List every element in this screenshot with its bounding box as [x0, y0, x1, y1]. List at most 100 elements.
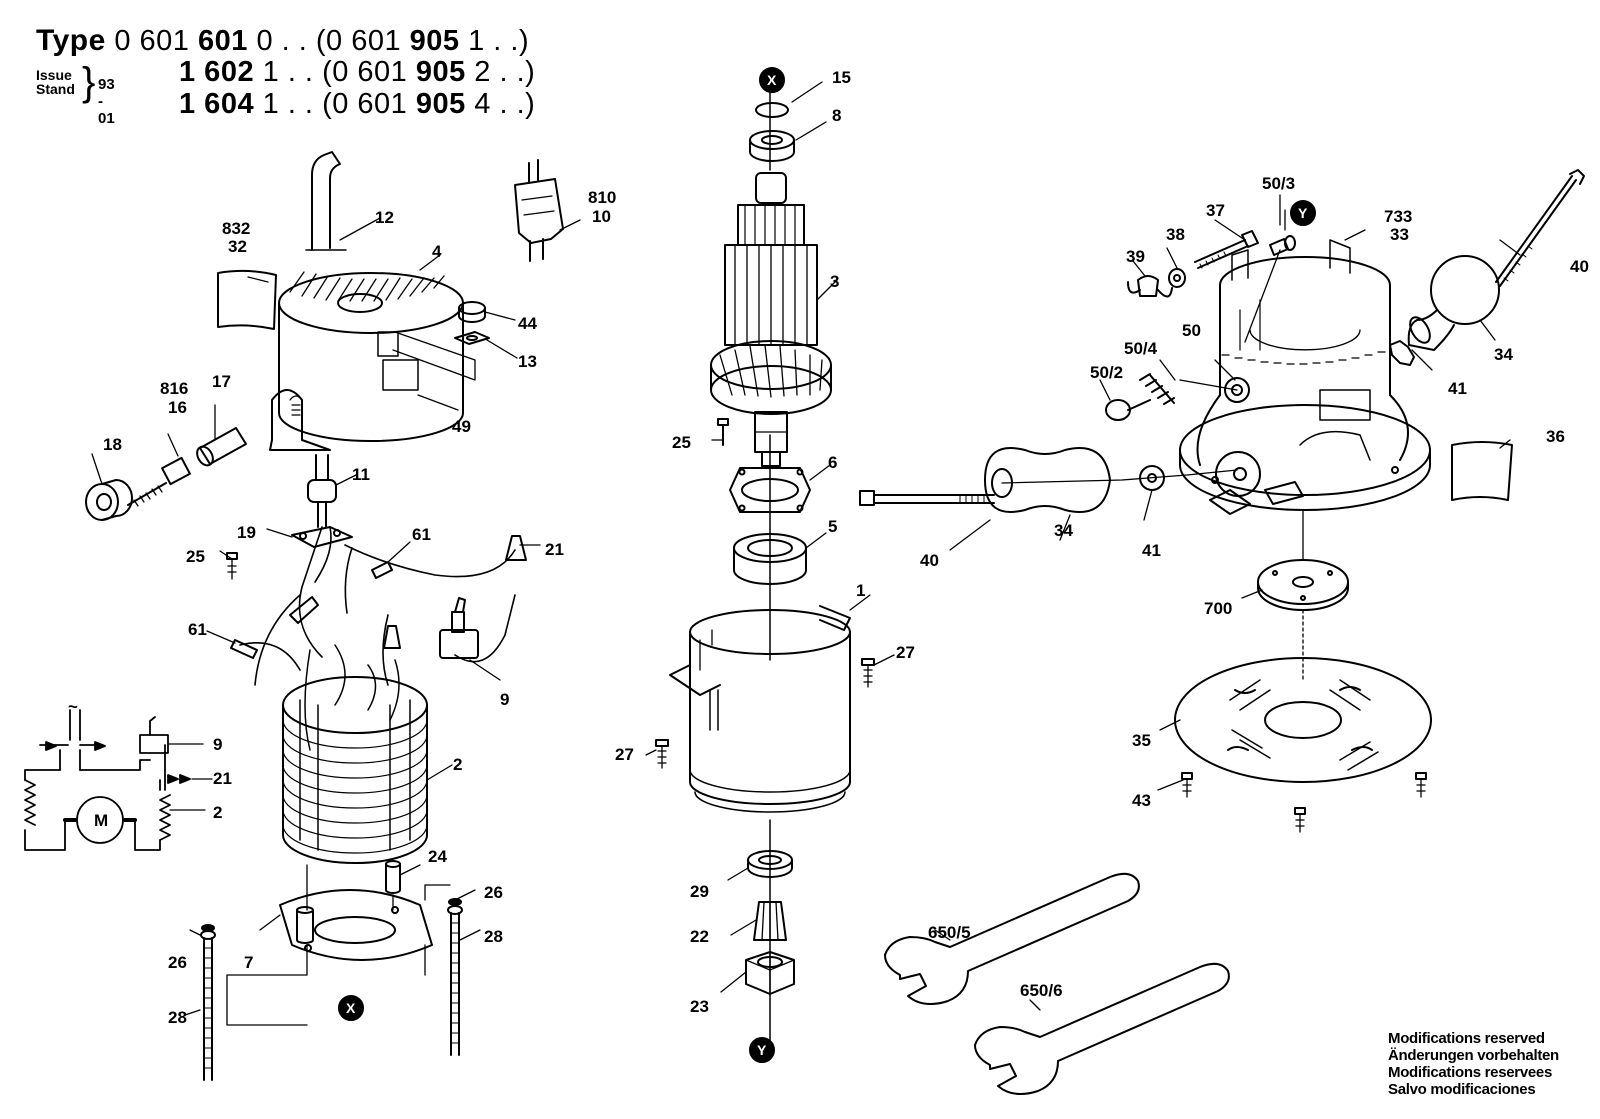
- label-41-left: 41: [1142, 541, 1161, 560]
- label-plate-36: [1451, 441, 1513, 501]
- modifications-fr: Modifications reservees: [1388, 1064, 1553, 1081]
- label-9-switch: 9: [500, 690, 509, 709]
- motor-housing-1: [669, 605, 851, 813]
- label-44: 44: [518, 314, 537, 333]
- label-37: 37: [1206, 201, 1225, 220]
- label-12: 12: [375, 208, 394, 227]
- stand-label: Stand: [36, 81, 75, 97]
- type-row-3-paren-post: 4 . .): [465, 88, 536, 120]
- collar-29: [747, 850, 793, 878]
- screw-28-left: [200, 930, 216, 1081]
- label-50-3: 50/3: [1262, 174, 1295, 193]
- screw-40-right: [1495, 169, 1585, 287]
- label-7: 7: [244, 953, 253, 972]
- label-50-4: 50/4: [1124, 339, 1158, 358]
- label-50: 50: [1182, 321, 1201, 340]
- label-2-coil: 2: [453, 755, 462, 774]
- label-5: 5: [828, 517, 837, 536]
- spacer-left: [296, 906, 314, 944]
- label-1: 1: [856, 581, 865, 600]
- label-17: 17: [212, 372, 231, 391]
- label-650-5: 650/5: [928, 923, 971, 942]
- label-10: 10: [592, 207, 611, 226]
- label-3: 3: [830, 272, 839, 291]
- nut-50: [1224, 377, 1250, 403]
- marker-x-top: [759, 67, 785, 93]
- type-row-1-bold: 601: [198, 25, 248, 57]
- type-row-1-paren-post: 1 . .): [459, 25, 530, 57]
- label-29: 29: [690, 882, 709, 901]
- stud-50-3: [1269, 235, 1296, 256]
- collet-nut-23: [745, 951, 795, 995]
- brush-16: [127, 456, 191, 507]
- screw-40-left: [859, 490, 995, 506]
- label-40-left: 40: [920, 551, 939, 570]
- label-26-left: 26: [168, 953, 187, 972]
- knob-34-left: [984, 447, 1111, 513]
- plate-19: [291, 526, 353, 548]
- collet-22: [753, 901, 787, 941]
- armature-3: [710, 172, 832, 467]
- marker-y-bottom: [749, 1037, 775, 1063]
- label-13: 13: [518, 352, 537, 371]
- marker-x-bottom: [338, 995, 364, 1021]
- label-19: 19: [237, 523, 256, 542]
- brush-cap-18: [85, 479, 133, 521]
- screw-43-bottom: [1294, 807, 1306, 833]
- wire-terminal-61-top: [371, 561, 393, 579]
- screw-27-right: [861, 658, 875, 688]
- spacer-24: [385, 860, 401, 894]
- marker-y-bottom-letter: Y: [757, 1042, 767, 1058]
- washer-38: [1168, 268, 1186, 288]
- brace-glyph: }: [82, 60, 96, 104]
- type-row-2-bold: 1 602: [179, 56, 255, 88]
- label-33: 33: [1390, 225, 1409, 244]
- screw-28-right: [447, 905, 463, 1056]
- type-row-2-mid: 1 . .: [254, 56, 314, 88]
- label-27-right: 27: [896, 643, 915, 662]
- label-28-left: 28: [168, 1008, 187, 1027]
- label-22: 22: [690, 927, 709, 946]
- label-24: 24: [428, 847, 447, 866]
- type-row-2-bold2: 905: [415, 56, 466, 88]
- label-41-right: 41: [1448, 379, 1467, 398]
- motor-symbol-letter: M: [94, 811, 108, 830]
- leader-lines: [91, 81, 1521, 1016]
- label-11: 11: [352, 465, 370, 484]
- label-61-left: 61: [188, 620, 207, 639]
- wire-nut-21-field: [383, 625, 401, 649]
- part-labels: 15 8 3 25 6 5 1 27 27 29 22 23 832 32 12…: [68, 68, 1589, 1058]
- type-row-1-paren-pre: (0 601: [315, 25, 410, 57]
- type-row-1: Type 0 601 601 0 . . (0 601 905 1 . .): [36, 24, 529, 58]
- label-40-right: 40: [1570, 257, 1589, 276]
- plate-7: [279, 889, 433, 961]
- label-16: 16: [168, 398, 187, 417]
- label-21-schematic: 21: [213, 769, 232, 788]
- flange-6: [729, 467, 811, 513]
- modifications-en: Modifications reserved: [1388, 1030, 1545, 1047]
- marker-y-top: [1290, 200, 1316, 226]
- type-label: Type: [36, 24, 106, 57]
- field-coil-2: [282, 644, 428, 864]
- axis-leader-left: [226, 864, 308, 1026]
- label-4: 4: [432, 242, 442, 261]
- lockwasher-41-right: [1389, 340, 1415, 366]
- type-row-2-paren-post: 2 . .): [465, 56, 536, 88]
- label-15: 15: [832, 68, 851, 87]
- label-39: 39: [1126, 247, 1145, 266]
- axis-50: [1179, 379, 1238, 391]
- screw-37: [1194, 230, 1259, 269]
- label-733: 733: [1384, 207, 1412, 226]
- label-35: 35: [1132, 731, 1151, 750]
- wire-nut-21-mid: [289, 596, 319, 624]
- label-700: 700: [1204, 599, 1232, 618]
- label-18: 18: [103, 435, 122, 454]
- washer-26-left: [201, 924, 215, 932]
- label-25-center: 25: [672, 433, 691, 452]
- label-2-schematic: 2: [213, 803, 222, 822]
- label-43: 43: [1132, 791, 1151, 810]
- axis-knob-left: [1001, 469, 1238, 484]
- label-25-left: 25: [186, 547, 205, 566]
- screw-43-left: [1181, 772, 1193, 798]
